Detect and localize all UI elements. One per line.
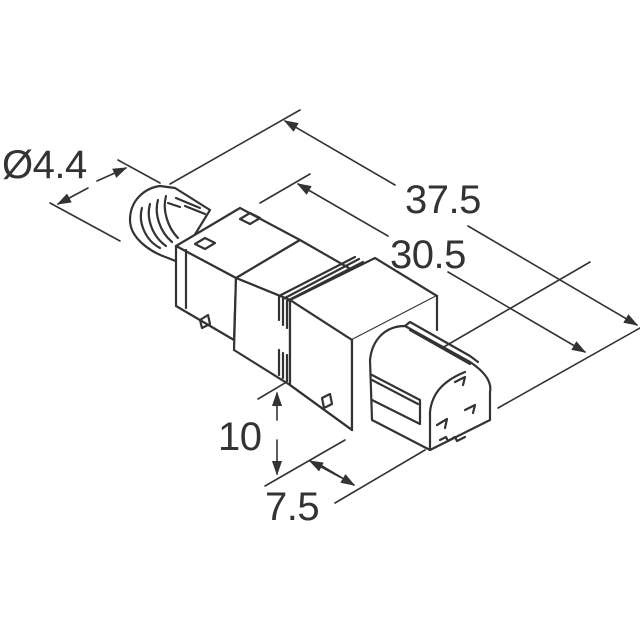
dim-label-diameter: Ø4.4 (2, 143, 87, 187)
dim-label-overall-length: 37.5 (405, 178, 481, 222)
dim-label-body-length: 30.5 (390, 233, 466, 277)
dim-height-lines (257, 379, 346, 487)
plug-face (368, 320, 492, 452)
dim-diameter-lines (49, 159, 161, 242)
dim-body-length-lines (259, 173, 591, 356)
middle-housing (232, 238, 377, 387)
dim-width-lines (308, 449, 426, 504)
rear-housing (174, 206, 302, 342)
cable-boot (128, 184, 212, 264)
dim-label-width: 7.5 (265, 485, 320, 529)
dim-overall-length-lines (169, 109, 640, 409)
dim-label-height: 10 (218, 415, 262, 459)
